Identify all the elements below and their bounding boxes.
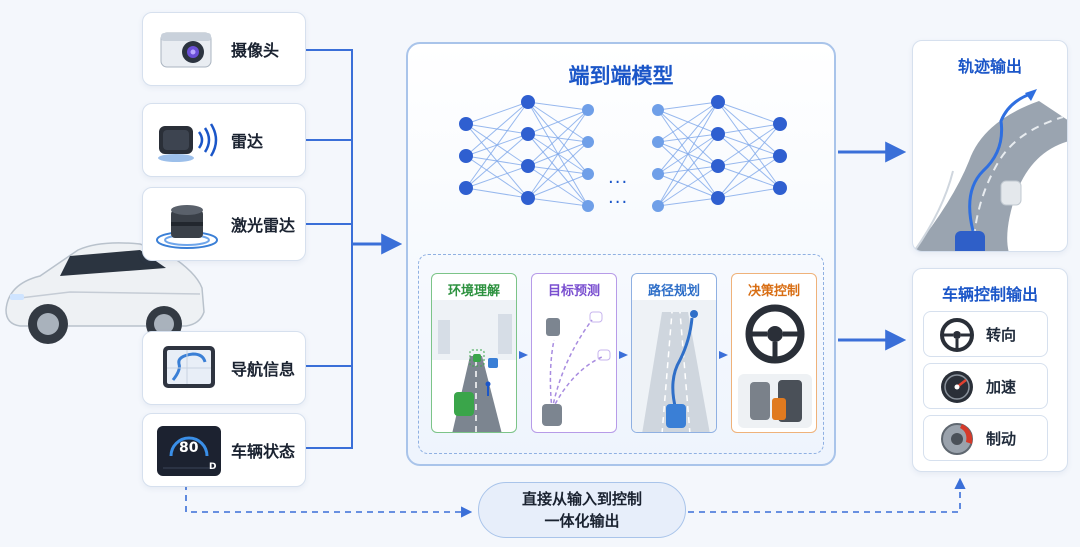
dashboard-gear: D	[209, 462, 217, 472]
network-connections	[465, 101, 781, 207]
control-item-steering: 转向	[923, 311, 1048, 357]
network-node	[652, 136, 664, 148]
input-connectors	[306, 49, 353, 449]
network-node	[582, 104, 594, 116]
stage-arrows	[519, 351, 728, 359]
network-node	[582, 168, 594, 180]
network-node	[582, 200, 594, 212]
pill-line-1: 直接从输入到控制	[521, 490, 642, 508]
bottom-dashed-right	[688, 477, 966, 513]
lidar-icon	[153, 196, 223, 252]
stage-prediction: 目标预测	[531, 273, 617, 433]
steering-and-pedals-icon	[738, 304, 812, 428]
navigation-icon	[153, 340, 223, 396]
network-node	[459, 149, 473, 163]
network-node	[773, 181, 787, 195]
network-node	[521, 159, 535, 173]
network-node	[521, 95, 535, 109]
stage-environment: 环境理解	[431, 273, 517, 433]
network-node	[652, 168, 664, 180]
input-card-lidar: 激光雷达	[142, 187, 306, 261]
input-card-navigation: 导航信息	[142, 331, 306, 405]
control-label: 制动	[986, 429, 1017, 448]
model-title: 端到端模型	[568, 64, 674, 88]
network-node	[711, 159, 725, 173]
network-node	[582, 136, 594, 148]
input-label: 激光雷达	[231, 216, 296, 235]
network-node	[773, 149, 787, 163]
stage-title: 目标预测	[547, 284, 600, 299]
input-label: 导航信息	[231, 360, 296, 379]
input-card-radar: 雷达	[142, 103, 306, 177]
network-ellipsis: ···	[608, 172, 629, 193]
control-item-acceleration: 加速	[923, 363, 1048, 409]
stage-title: 决策控制	[747, 284, 800, 299]
network-node	[652, 200, 664, 212]
input-card-vehicle-state: 80 D 车辆状态	[142, 413, 306, 487]
neural-network-diagram	[459, 95, 787, 212]
network-node	[711, 191, 725, 205]
trajectory-output-card: 轨迹输出	[912, 40, 1068, 252]
input-label: 雷达	[231, 132, 264, 151]
network-node	[711, 95, 725, 109]
trajectory-road-icon	[913, 89, 1067, 251]
stage-planning: 路径规划	[631, 273, 717, 433]
road-scene-icon	[432, 300, 516, 432]
input-label: 摄像头	[231, 41, 280, 60]
camera-icon	[153, 21, 223, 77]
network-node	[652, 104, 664, 116]
dashboard-speed: 80	[179, 440, 199, 456]
path-planning-icon	[632, 300, 716, 432]
radar-icon	[153, 112, 223, 168]
stage-decision-control: 决策控制	[731, 273, 817, 433]
network-node	[459, 117, 473, 131]
car-illustration	[5, 242, 205, 344]
network-node	[459, 181, 473, 195]
network-node	[773, 117, 787, 131]
control-label: 转向	[986, 325, 1017, 344]
speedometer-icon	[941, 371, 973, 403]
stage-title: 环境理解	[447, 284, 500, 299]
direct-output-pill: 直接从输入到控制 一体化输出	[478, 482, 686, 538]
dashboard-icon: 80 D	[153, 422, 223, 478]
pill-line-2: 一体化输出	[544, 512, 620, 530]
input-card-camera: 摄像头	[142, 12, 306, 86]
input-label: 车辆状态	[231, 442, 296, 461]
network-node	[711, 127, 725, 141]
control-item-brake: 制动	[923, 415, 1048, 461]
bottom-dashed-left	[185, 484, 473, 518]
end-to-end-model-panel: 端到端模型 ··· ··· 环境理解 目标预测	[406, 42, 836, 466]
control-label: 加速	[986, 377, 1017, 396]
brake-disc-icon	[941, 423, 973, 455]
network-node	[521, 127, 535, 141]
vehicle-control-output-card: 车辆控制输出 转向 加速 制动	[912, 268, 1068, 472]
control-title: 车辆控制输出	[941, 285, 1038, 304]
steering-wheel-icon	[940, 318, 974, 352]
stages-container: 环境理解 目标预测	[418, 254, 824, 454]
stage-title: 路径规划	[647, 284, 700, 299]
prediction-icon	[542, 311, 611, 426]
network-node	[521, 191, 535, 205]
network-ellipsis: ···	[608, 192, 629, 213]
trajectory-title: 轨迹输出	[957, 57, 1022, 76]
